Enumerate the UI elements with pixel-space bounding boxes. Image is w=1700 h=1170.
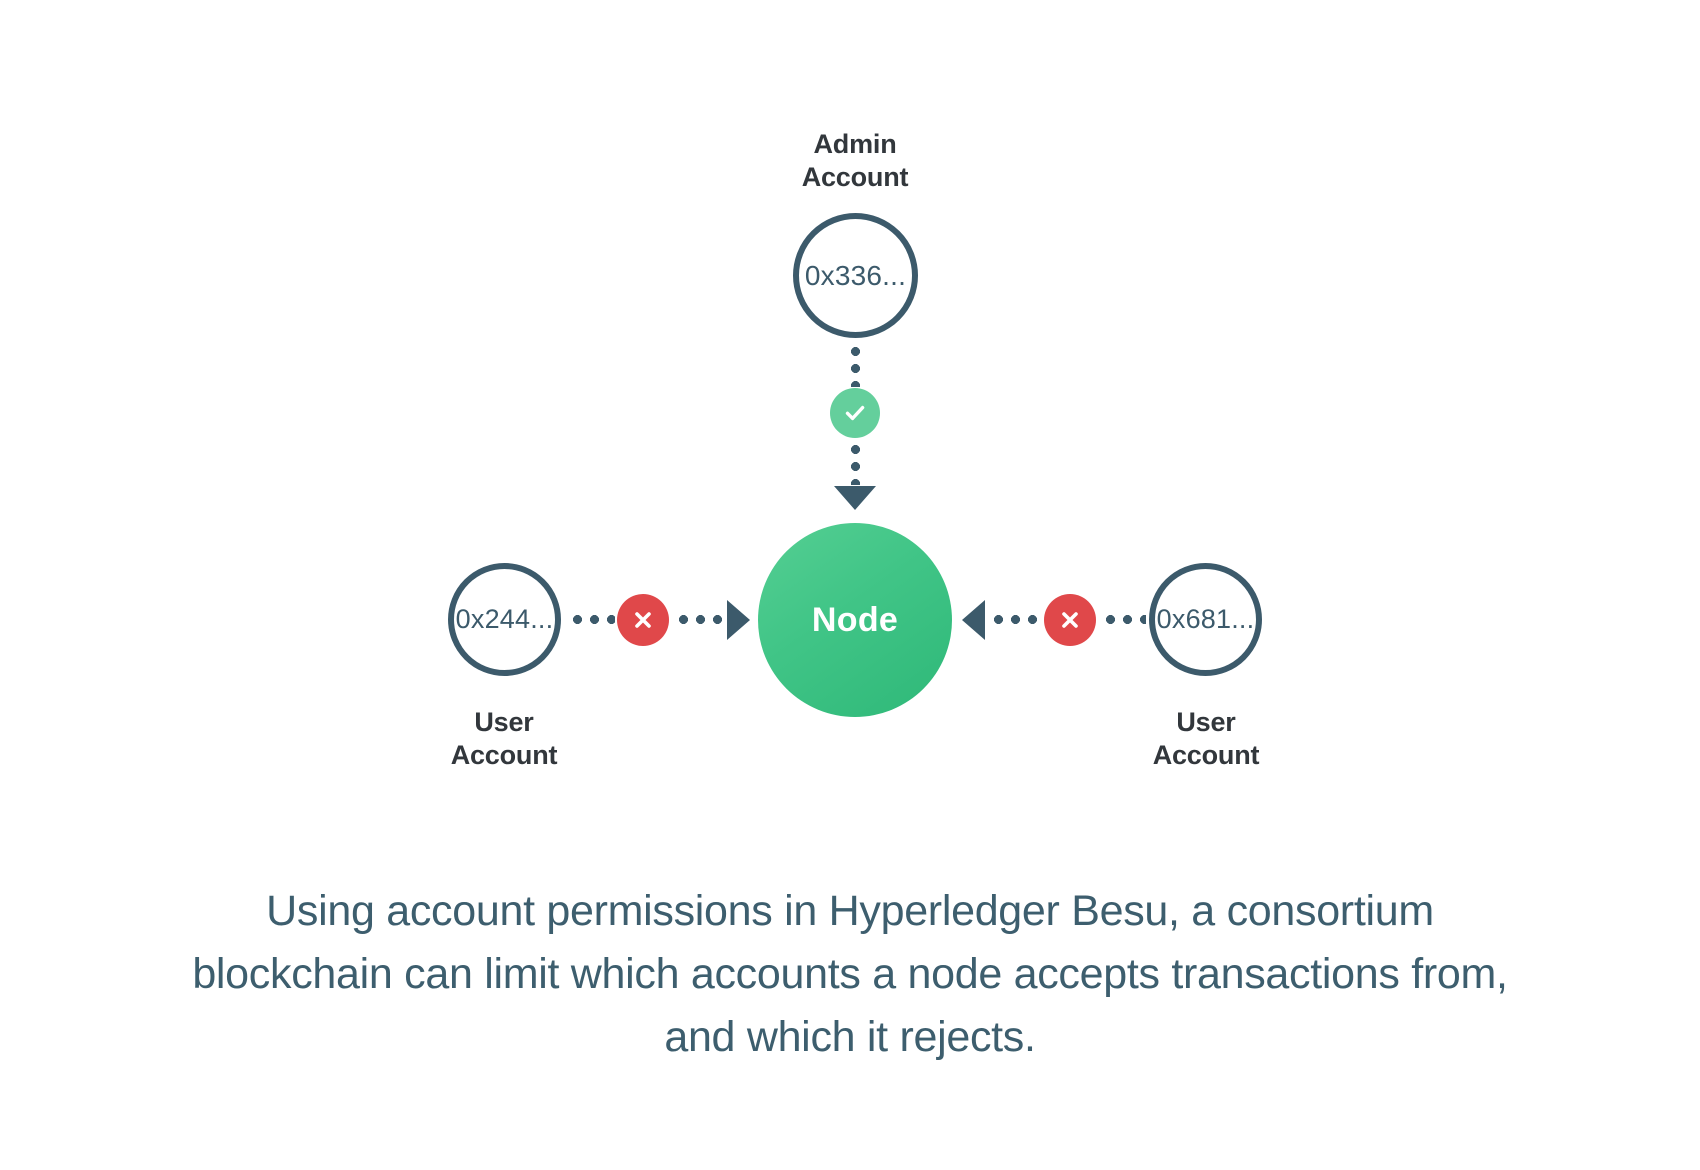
user-right-account-label: User Account <box>1152 707 1260 770</box>
user-left-account-label: User Account <box>450 707 558 770</box>
user-right-connector-arrowhead-left <box>962 600 985 640</box>
admin-account-label: Admin Account <box>801 129 909 192</box>
user-left-connector-outer-dotted-line <box>675 615 725 624</box>
user-left-account-address: 0x244... <box>455 604 554 634</box>
user-left-account-circle[interactable]: 0x244... <box>448 563 561 676</box>
user-right-account-circle[interactable]: 0x681... <box>1149 563 1262 676</box>
admin-account-circle[interactable]: 0x336... <box>793 213 918 338</box>
node-label: Node <box>811 600 899 639</box>
admin-account-address: 0x336... <box>804 259 907 291</box>
admin-connector-lower-dotted-line <box>851 441 860 485</box>
diagram-caption: Using account permissions in Hyperledger… <box>192 887 1508 1061</box>
user-left-connector-inner-dotted-line <box>569 615 615 624</box>
admin-connector-upper-dotted-line <box>851 343 860 387</box>
x-icon <box>635 612 651 628</box>
user-right-connector-outer-dotted-line <box>990 615 1040 624</box>
user-left-connector-arrowhead-right <box>727 600 750 640</box>
check-icon <box>845 405 865 421</box>
allow-status-badge[interactable] <box>830 388 880 438</box>
deny-status-badge-left[interactable] <box>617 594 669 646</box>
user-right-connector-inner-dotted-line <box>1102 615 1146 624</box>
node-circle[interactable]: Node <box>758 523 952 717</box>
deny-status-badge-right[interactable] <box>1044 594 1096 646</box>
x-icon <box>1062 612 1078 628</box>
admin-connector-arrowhead-down <box>834 486 876 510</box>
user-right-account-address: 0x681... <box>1156 604 1255 634</box>
